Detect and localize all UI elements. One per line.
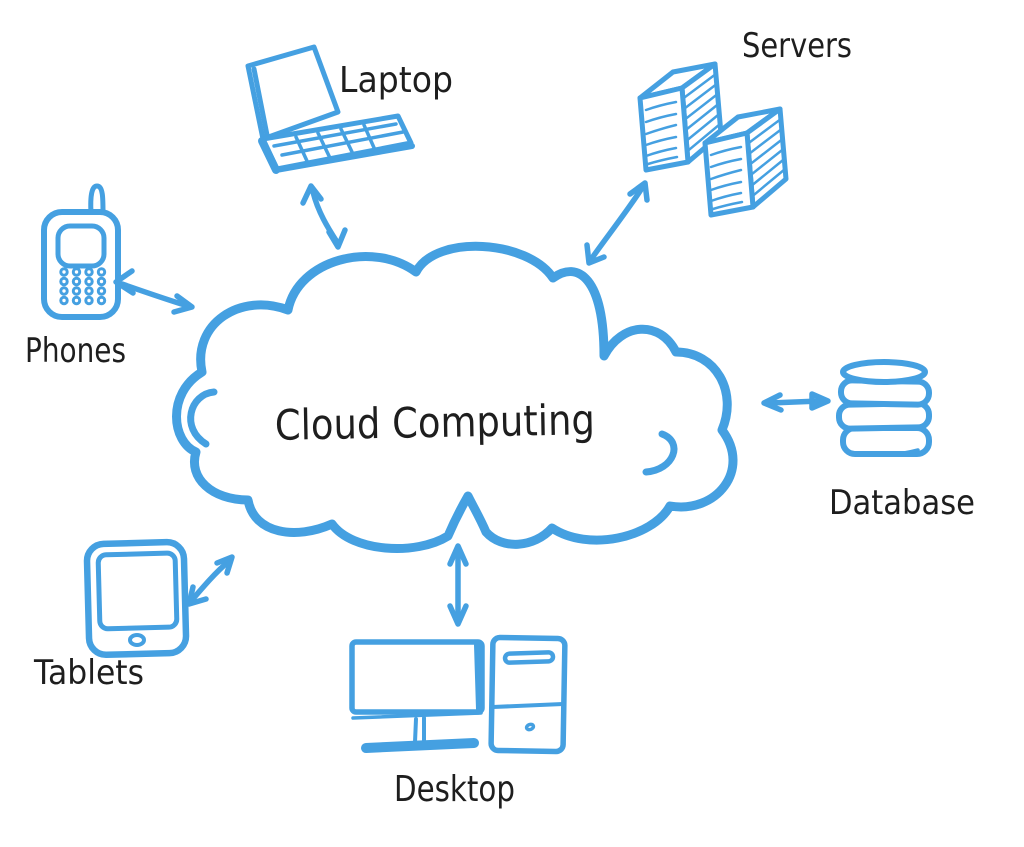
cloud-outline [172,241,738,553]
laptop-icon [245,44,415,174]
database-stack-icon [835,359,933,457]
desktop-cloud-arrow [447,543,469,627]
cloud-node [172,241,738,553]
laptop-cloud-arrow [300,183,348,250]
mobile-phone-icon [41,183,121,320]
desktop-computer-icon [349,634,568,755]
desktop-label: Desktop [394,769,515,810]
servers-cloud-arrow [584,180,650,266]
tablets-cloud-arrow [186,554,235,607]
phones-label: Phones [25,331,126,371]
cloud-sketch-curl-right [642,430,678,476]
database-label: Database [829,483,975,523]
tablet-icon [83,538,190,659]
sketch-layer [41,44,933,755]
server-rack-icon [637,61,789,218]
tablets-label: Tablets [33,653,144,693]
phones-cloud-arrow [113,268,195,315]
cloud-sketch-curl-left [187,388,218,448]
monitor-icon [349,639,485,753]
cloud-label: Cloud Computing [274,395,595,450]
database-cloud-arrow [761,391,831,413]
phone-keypad [59,267,107,306]
server-box [702,106,789,218]
computer-tower-icon [488,634,568,755]
laptop-label: Laptop [339,60,453,101]
laptop-keyboard-grid [272,122,405,163]
servers-label: Servers [742,26,852,66]
